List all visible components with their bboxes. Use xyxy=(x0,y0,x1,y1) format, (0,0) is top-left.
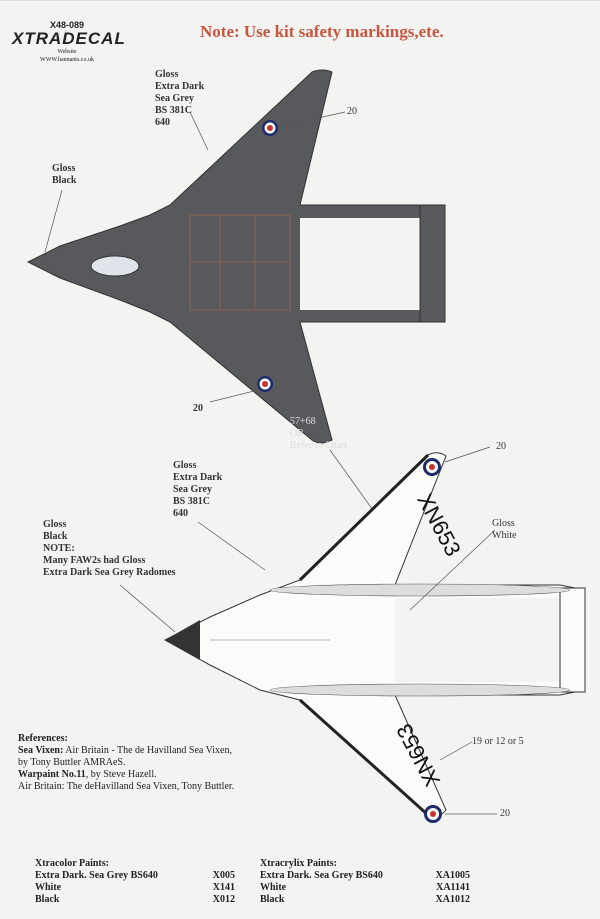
lower-callout-top: 20 xyxy=(496,441,506,452)
text: White xyxy=(35,882,62,893)
text: Gloss xyxy=(173,460,197,471)
upper-callout-bottom: 20 xyxy=(193,403,203,414)
text: Warpaint No.11 xyxy=(18,769,86,780)
text: Gloss xyxy=(492,518,515,529)
xtracrylix-paints: Xtracrylix Paints: Extra Dark. Sea Grey … xyxy=(260,858,470,906)
text: Sea Grey xyxy=(155,93,194,104)
sheet-code: X48-089 xyxy=(49,20,85,30)
text: Black xyxy=(35,894,60,905)
lower-callout-mid: 19 or 12 or 5 xyxy=(472,736,524,747)
upper-callout-top: 20 xyxy=(347,106,357,117)
reference-line: Warpaint No.11, by Steve Hazell. xyxy=(18,769,234,781)
text: Extra Dark Sea Grey Radomes xyxy=(43,567,176,578)
text: Extra Dark xyxy=(155,81,205,92)
text: 57+68 xyxy=(290,416,316,427)
text: Refer to Chart xyxy=(290,440,348,451)
reference-line: by Tony Buttler AMRAeS. xyxy=(18,757,234,769)
text: XA1012 xyxy=(435,894,470,905)
text: White xyxy=(492,530,517,541)
text: 640 xyxy=(173,508,188,519)
lower-aircraft xyxy=(119,446,586,823)
text: Gloss xyxy=(43,519,67,530)
text: Gloss xyxy=(155,69,179,80)
paint-row: Black X012 xyxy=(35,894,235,906)
upper-aircraft xyxy=(26,69,446,521)
text: Sea Grey xyxy=(173,484,212,495)
paint-row: Extra Dark. Sea Grey BS640 X005 xyxy=(35,870,235,882)
text: Air Britain: The deHavilland Sea Vixen, … xyxy=(18,781,235,792)
text: Extra Dark xyxy=(173,472,223,483)
reference-line: Air Britain: The deHavilland Sea Vixen, … xyxy=(18,781,234,793)
text: BS 381C xyxy=(155,105,192,116)
text: Sea Vixen: xyxy=(18,745,64,756)
paint-row: White XA1141 xyxy=(260,882,470,894)
text: Gloss xyxy=(52,163,76,174)
text: OR xyxy=(290,428,304,439)
text: Black xyxy=(43,531,68,542)
text: X005 xyxy=(212,870,235,881)
text: XA1005 xyxy=(435,870,470,881)
text: X012 xyxy=(212,894,235,905)
text: 640 xyxy=(155,117,170,128)
text: by Tony Buttler AMRAeS. xyxy=(18,757,126,768)
references: References: Sea Vixen: Air Britain - The… xyxy=(18,733,234,793)
text: XA1141 xyxy=(436,882,470,893)
text: Black xyxy=(52,175,77,186)
website-url: WWW.hannants.co.uk xyxy=(40,57,94,63)
text: White xyxy=(260,882,287,893)
xtracrylix-title: Xtracrylix Paints: xyxy=(260,858,337,869)
text: Air Britain - The de Havilland Sea Vixen… xyxy=(63,745,232,756)
safety-note: Note: Use kit safety markings,ete. xyxy=(200,22,444,41)
paint-row: White X141 xyxy=(35,882,235,894)
text: X141 xyxy=(212,882,235,893)
lower-callout-bottom: 20 xyxy=(500,808,510,819)
paint-row: Extra Dark. Sea Grey BS640 XA1005 xyxy=(260,870,470,882)
brand-name: XTRADECAL xyxy=(12,29,126,48)
logo-tagline: Website xyxy=(57,49,77,55)
text: Black xyxy=(260,894,285,905)
reference-line: Sea Vixen: Air Britain - The de Havillan… xyxy=(18,745,234,757)
text: Many FAW2s had Gloss xyxy=(43,555,146,566)
xtradecal-logo: X48-089 XTRADECAL Website WWW.hannants.c… xyxy=(12,20,126,64)
text: BS 381C xyxy=(173,496,210,507)
references-title: References: xyxy=(18,733,68,744)
xtracolor-title: Xtracolor Paints: xyxy=(35,858,109,869)
text: Extra Dark. Sea Grey BS640 xyxy=(35,870,158,881)
sheet-fold xyxy=(0,0,600,1)
text: , by Steve Hazell. xyxy=(85,769,157,780)
paint-row: Black XA1012 xyxy=(260,894,470,906)
text: NOTE: xyxy=(43,543,75,554)
xtracolor-paints: Xtracolor Paints: Extra Dark. Sea Grey B… xyxy=(35,858,235,906)
text: Extra Dark. Sea Grey BS640 xyxy=(260,870,383,881)
